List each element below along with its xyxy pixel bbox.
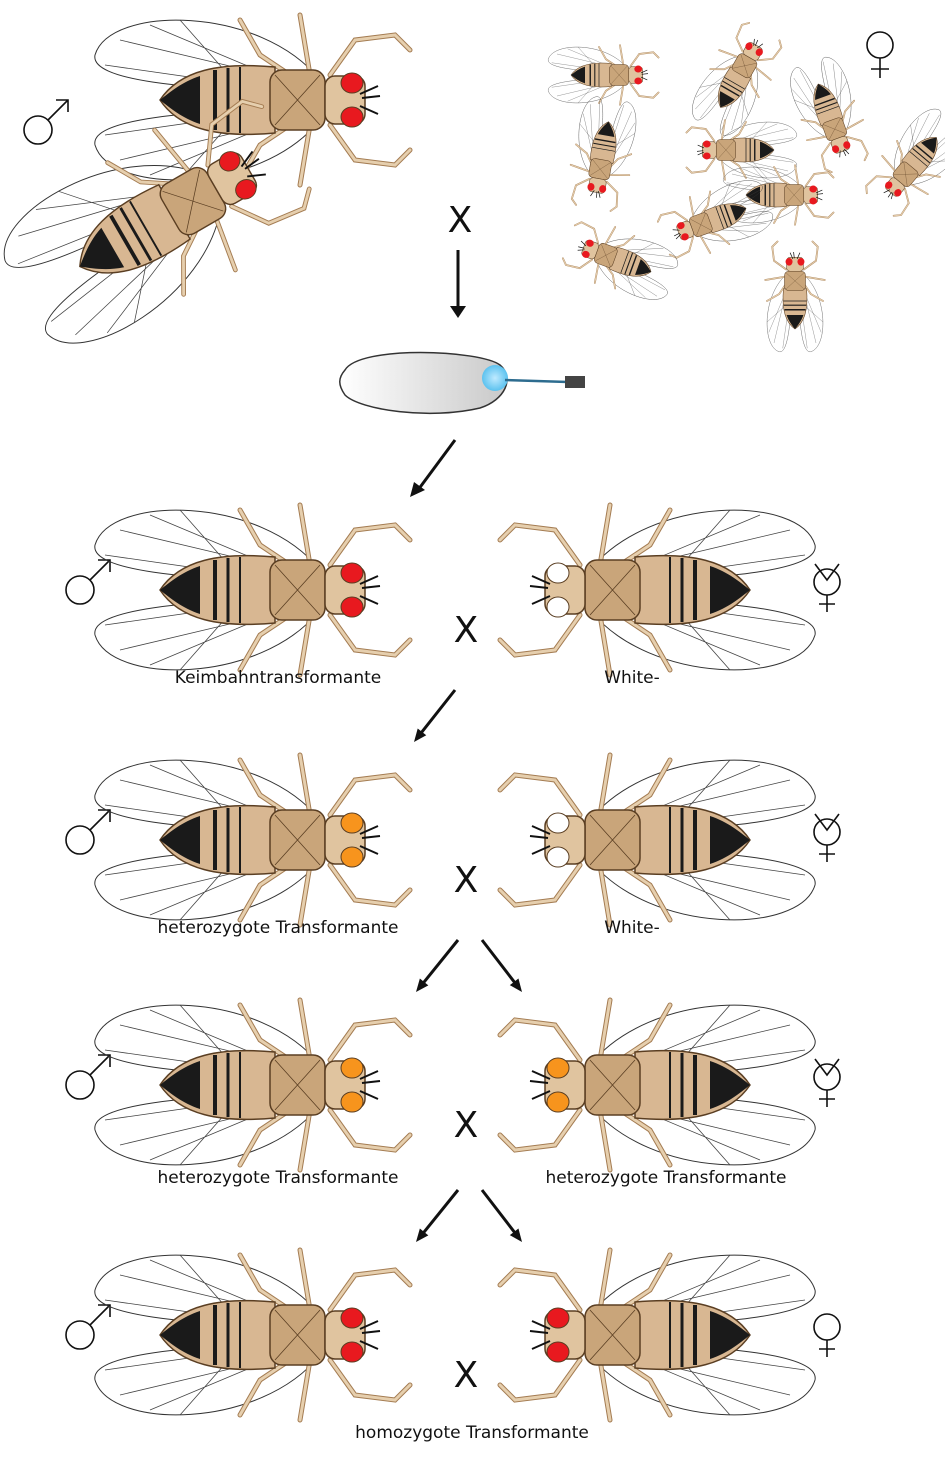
eye	[341, 1308, 363, 1328]
virgin-female-symbol	[814, 1059, 840, 1107]
eye	[547, 597, 569, 617]
arrow-diagonal-3	[416, 940, 458, 992]
female-symbol	[814, 1314, 840, 1357]
cross-symbol: X	[454, 1355, 479, 1396]
cross-symbol: X	[454, 1105, 479, 1146]
eye	[547, 563, 569, 583]
eye	[547, 1092, 569, 1112]
eye	[547, 1308, 569, 1328]
eye	[547, 1342, 569, 1362]
label-right-gen-1: White-	[604, 668, 660, 688]
label-right-gen-3: heterozygote Transformante	[546, 1168, 787, 1188]
cross-symbol: X	[448, 200, 473, 241]
male-symbol	[24, 100, 68, 144]
fly-left-gen-1	[95, 505, 410, 675]
arrow-diagonal-2	[414, 690, 455, 742]
embryo-injection	[340, 353, 585, 414]
virgin-female-symbol	[814, 564, 840, 612]
fly-right-gen-4	[500, 1250, 815, 1420]
eye	[341, 1092, 363, 1112]
fly-right-gen-3	[500, 1000, 815, 1170]
fly-left-gen-2	[95, 755, 410, 925]
eye	[341, 813, 363, 833]
eye	[547, 1058, 569, 1078]
arrow-diagonal-5	[416, 1190, 458, 1242]
eye	[547, 847, 569, 867]
male-symbol	[66, 1055, 110, 1099]
eye	[341, 1058, 363, 1078]
label-left-gen-3: heterozygote Transformante	[158, 1168, 399, 1188]
male-symbol	[66, 560, 110, 604]
fly-male-top-1	[95, 15, 410, 185]
fly-left-gen-3	[95, 1000, 410, 1170]
cross-symbol: X	[454, 610, 479, 651]
eye	[341, 847, 363, 867]
fly-right-gen-2	[500, 755, 815, 925]
label-right-gen-2: White-	[604, 918, 660, 938]
arrow-diagonal-6	[482, 1190, 522, 1242]
eye	[341, 563, 363, 583]
male-symbol	[66, 810, 110, 854]
female-symbol	[867, 32, 893, 78]
label-left-gen-2: heterozygote Transformante	[158, 918, 399, 938]
fly-right-gen-1	[500, 505, 815, 675]
eye	[341, 597, 363, 617]
cross-symbol: X	[454, 860, 479, 901]
fly-left-gen-4	[95, 1250, 410, 1420]
eye	[547, 813, 569, 833]
arrow-diagonal-1	[410, 440, 455, 497]
arrow-diagonal-4	[482, 940, 522, 992]
virgin-female-symbol	[814, 814, 840, 862]
label-left-gen-1: Keimbahntransformante	[175, 668, 381, 688]
female-swarm	[548, 17, 945, 352]
eye	[341, 1342, 363, 1362]
arrow-down	[450, 250, 466, 318]
male-symbol	[66, 1305, 110, 1349]
label-left-gen-4: homozygote Transformante	[355, 1423, 589, 1443]
